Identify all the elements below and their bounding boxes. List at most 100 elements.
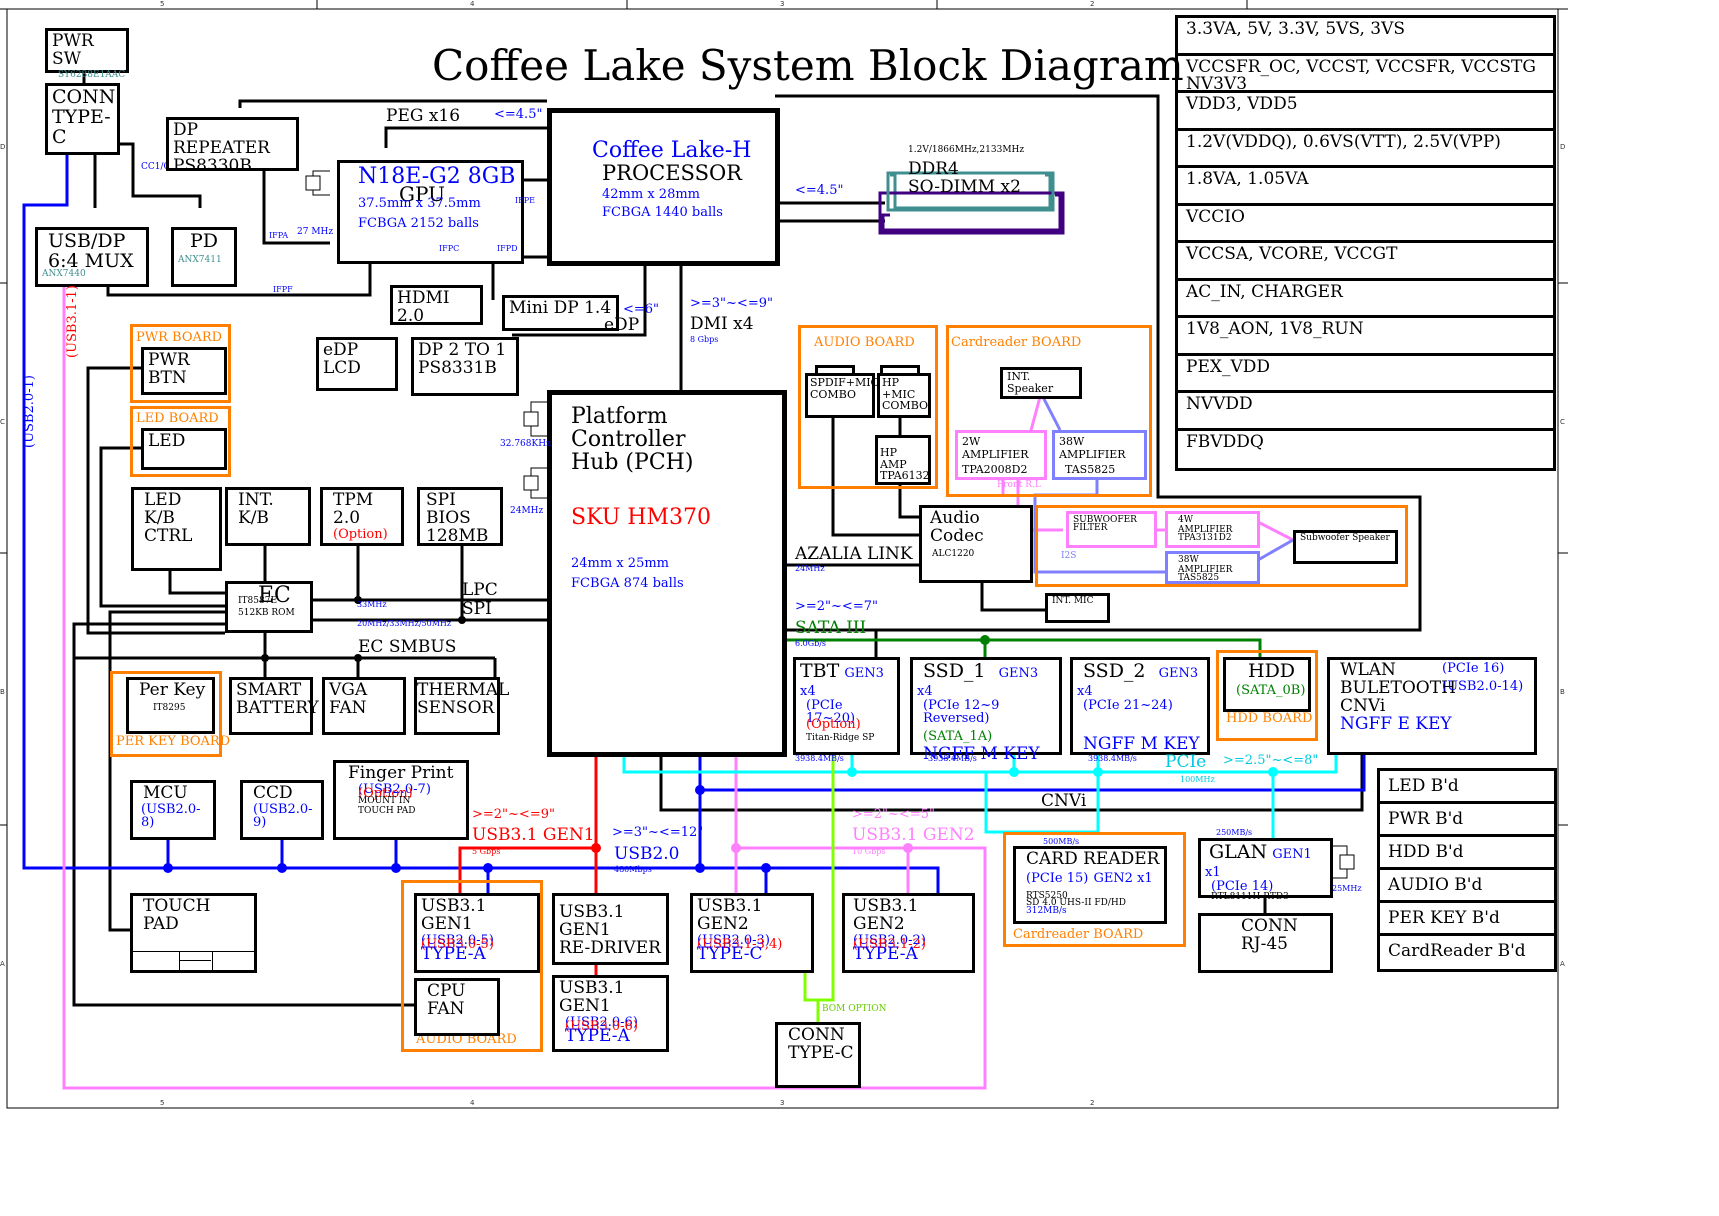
ruler-left-a: A — [0, 960, 5, 968]
card-reader-name: CARD READER — [1026, 849, 1160, 869]
ruler-bottom-3: 3 — [780, 1099, 785, 1107]
thermal-sensor: THERMAL SENSOR — [414, 677, 510, 735]
card-reader-pcie: (PCIe 15) — [1026, 870, 1089, 886]
thermal-line2: SENSOR — [417, 697, 495, 718]
pch-pkg: FCBGA 874 balls — [571, 576, 684, 592]
amp-38w-sub: 38W AMPLIFIER TAS5825 — [1165, 551, 1260, 584]
ccd-name: CCD — [253, 783, 293, 803]
usb-a2-type: TYPE-A — [853, 943, 918, 964]
spdif-mic-combo: SPDIF+MIC COMBO — [805, 373, 879, 418]
power-rail-row: AC_IN, CHARGER — [1178, 281, 1553, 318]
ssd1-pcie: (PCIe 12~9 Reversed) — [923, 697, 1000, 727]
jack-icon — [880, 365, 920, 375]
audio-board-label: AUDIO BOARD — [814, 335, 915, 350]
led-board-group — [130, 406, 231, 477]
glan-gen: GEN1 x1 — [1205, 847, 1312, 880]
tbt-name: TBT — [800, 660, 840, 682]
amp-2w-line1: 2W AMPLIFIER — [962, 435, 1029, 461]
ifpd-label: IFPD — [497, 244, 518, 253]
redriver-line2: RE-DRIVER — [559, 937, 661, 958]
glan-bw: 250MB/s — [1216, 828, 1253, 837]
audio-board-group — [798, 325, 938, 489]
pcie-length: >=2.5"~<=8" — [1223, 753, 1319, 768]
amp-38w-line1: 38W AMPLIFIER — [1059, 435, 1126, 461]
usb-a6-usb2: (USB2.0-6) — [565, 1014, 638, 1030]
per-key-name: Per Key — [139, 680, 206, 700]
ddr-type: DDR4 — [908, 159, 959, 179]
int-kb: INT. K/B — [225, 487, 311, 546]
conn-typec-top: CONN TYPE-C — [45, 83, 120, 155]
mem-length: <=4.5" — [795, 183, 844, 198]
hdmi-block: HDMI 2.0 — [390, 285, 483, 325]
glan-part: RTL8111H RTD3 — [1211, 892, 1289, 903]
peg-length: <=4.5" — [494, 107, 543, 122]
int-mic-label: INT. MIC — [1052, 596, 1094, 606]
sata-speed: 6.0Gb/s — [795, 639, 827, 648]
dp-repeater-line2: PS8330B — [173, 155, 252, 176]
i2s-label: I2S — [1061, 551, 1077, 561]
touchpad-buttons — [133, 951, 254, 970]
pch-clock: 24MHz — [510, 506, 544, 516]
ssd2-key: NGFF M KEY — [1083, 734, 1200, 755]
ruler-bottom-4: 4 — [470, 1099, 475, 1107]
ruler-bottom-5: 5 — [160, 1099, 165, 1107]
finger-print-block: Finger Print (USB2.0-7) (Option) MOUNT I… — [333, 760, 469, 840]
hdd-block: HDD (SATA_0B) — [1223, 657, 1311, 712]
ec-block: EC IT8587E 512KB ROM — [225, 581, 313, 633]
conn-typec-bottom: CONN TYPE-C — [775, 1022, 861, 1088]
ifpc-label: IFPC — [439, 244, 460, 253]
usb-a5-type: TYPE-A — [421, 943, 486, 964]
block-diagram: Coffee Lake System Block Diagram 5 4 3 2… — [0, 0, 1568, 1109]
power-rail-row: VCCSA, VCORE, VCCGT — [1178, 243, 1553, 281]
ruler-left-b: B — [0, 688, 5, 696]
subwoofer-speaker-label: Subwoofer Speaker — [1300, 533, 1390, 543]
usb-a5-name: USB3.1 GEN1 — [421, 896, 487, 934]
power-rail-row: 1V8_AON, 1V8_RUN — [1178, 318, 1553, 356]
tbt-bw: 3938.4MB/s — [795, 754, 844, 763]
subwoofer-speaker: Subwoofer Speaker — [1293, 530, 1398, 564]
pwr-board-group — [130, 324, 231, 403]
thermal-line1: THERMAL — [417, 680, 510, 700]
azalia-clock: 24MHz — [795, 564, 825, 573]
ruler-top-3: 3 — [780, 0, 785, 8]
crystal-icons — [305, 170, 1355, 879]
hdd-board-group — [1216, 650, 1318, 741]
gpu-size: 37.5mm x 37.5mm — [358, 196, 481, 212]
ruler-right-c: C — [1560, 418, 1565, 426]
int-mic: INT. MIC — [1045, 593, 1110, 623]
gen2-length: >=2"~<=5" — [852, 807, 935, 822]
page-title: Coffee Lake System Block Diagram — [432, 41, 1184, 90]
pcie-bus-label: PCIe — [1165, 752, 1207, 772]
power-rail-row: VCCSFR_OC, VCCST, VCCSFR, VCCSTG NV3V3 — [1178, 56, 1553, 93]
ssd2-name: SSD_2 — [1083, 660, 1146, 682]
sata-length: >=2"~<=7" — [795, 599, 878, 614]
led-label: LED — [148, 431, 186, 451]
ssd2-gen: GEN3 x4 — [1077, 666, 1199, 699]
ruler-left-c: C — [0, 418, 5, 426]
led-kb-line1: LED K/B — [144, 490, 182, 528]
board-row: PER KEY B'd — [1380, 903, 1554, 936]
card-reader-part: RTS5250 — [1026, 890, 1068, 901]
usb2-speed: 480Mbps — [614, 865, 652, 874]
hdd-name: HDD — [1248, 660, 1296, 682]
finger-name: Finger Print — [348, 763, 454, 783]
conn-typec-line2: TYPE-C — [52, 105, 111, 148]
finger-note2: TOUCH PAD — [358, 805, 416, 816]
usb-a6-type: TYPE-A — [565, 1025, 630, 1046]
cpu-block: Coffee Lake-H PROCESSOR 42mm x 28mm FCBG… — [547, 108, 780, 266]
dp2to1-line2: PS8331B — [418, 357, 497, 378]
mux-line1: USB/DP — [48, 230, 126, 252]
wlan-line1: WLAN — [1340, 660, 1396, 680]
edp-lcd-block: eDP LCD — [316, 337, 398, 391]
dp-repeater-line1: DP REPEATER — [173, 120, 270, 158]
pwr-sw-part: SY6288E1AAC — [58, 69, 126, 80]
gpu-name: GPU — [399, 182, 445, 207]
hdd-sata: (SATA_0B) — [1236, 682, 1306, 698]
glan-clock: 25MHz — [1332, 884, 1362, 893]
ruler-right-b: B — [1560, 688, 1565, 696]
ifpe-label: IFPE — [515, 196, 535, 205]
hdmi-label: HDMI 2.0 — [397, 288, 450, 326]
gen2-bus-label: USB3.1 GEN2 — [852, 825, 975, 845]
wlan-line3: CNVi — [1340, 695, 1386, 716]
card-reader-sd-bw: 312MB/s — [1026, 905, 1067, 916]
